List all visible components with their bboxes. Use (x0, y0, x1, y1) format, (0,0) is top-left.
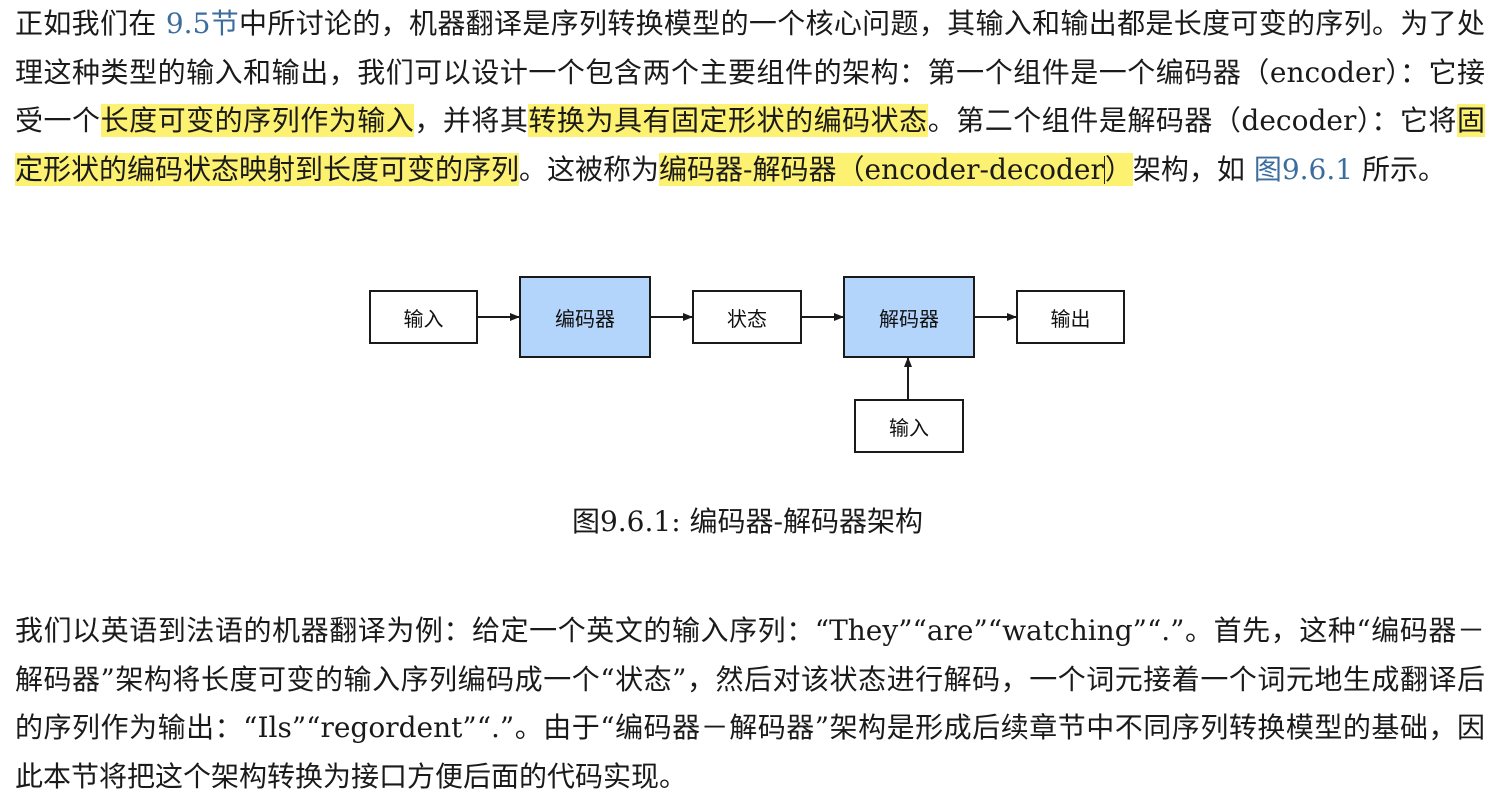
figure-caption-text: 图9.6.1: 编码器-解码器架构 (571, 505, 924, 538)
text-segment: 正如我们在 (15, 7, 166, 40)
output-box: 输出 (1016, 290, 1125, 344)
highlight-term-close: ） (1104, 152, 1133, 186)
decoder-box: 解码器 (843, 276, 975, 358)
highlight-fixed-shape-state: 转换为具有固定形状的编码状态 (528, 104, 928, 137)
highlight-term-text: 编码器-解码器（encoder-decoder (659, 152, 1104, 186)
highlight-encoder-decoder-term: 编码器-解码器（encoder-decoder） (659, 152, 1133, 186)
text-segment: 架构，如 (1132, 152, 1254, 186)
intro-paragraph: 正如我们在 9.5节中所讨论的，机器翻译是序列转换模型的一个核心问题，其输入和输… (15, 0, 1485, 194)
decoder-input-box: 输入 (854, 399, 964, 453)
section-link[interactable]: 9.5节 (165, 7, 240, 40)
text-segment: 所示。 (1353, 152, 1446, 186)
example-paragraph: 我们以英语到法语的机器翻译为例：给定一个英文的输入序列：“They”“are”“… (15, 614, 1485, 793)
figure-link[interactable]: 图9.6.1 (1253, 152, 1354, 186)
highlight-variable-length-input: 长度可变的序列作为输入 (100, 104, 415, 137)
text-segment: 中所讨论的，机器翻译是序列转换模型的一个核心问题，其输入和输出都是长度可变的序列… (15, 7, 1486, 137)
text-segment: ，并将其 (414, 104, 529, 137)
input-box: 输入 (369, 290, 478, 344)
encoder-box: 编码器 (519, 276, 651, 358)
text-segment: 。第二个组件是解码器（decoder）：它将 (927, 104, 1457, 137)
text-cursor (1103, 155, 1105, 184)
state-box: 状态 (692, 290, 802, 344)
figure-caption: 图9.6.1: 编码器-解码器架构 (0, 502, 1495, 542)
text-segment: 。这被称为 (519, 152, 660, 186)
